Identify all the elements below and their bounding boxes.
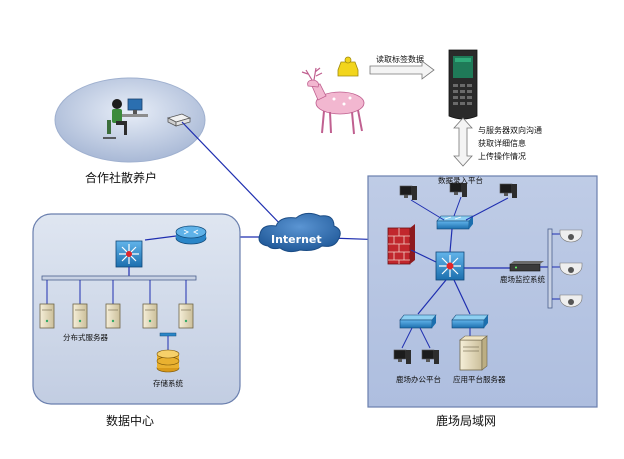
storage-connector xyxy=(159,332,177,337)
server-icon xyxy=(142,303,158,329)
internet-cloud: Internet xyxy=(258,212,341,253)
modem-icon xyxy=(166,113,192,127)
ear-tag-icon xyxy=(337,56,359,77)
office-platform-label: 鹿场办公平台 xyxy=(396,374,441,384)
desktop-computer-icon xyxy=(393,349,411,364)
servers-label: 分布式服务器 xyxy=(63,332,108,342)
farm-lan-label: 鹿场局域网 xyxy=(436,413,496,428)
camera-bus xyxy=(547,228,553,309)
server-icon xyxy=(105,303,121,329)
dome-camera-icon xyxy=(559,262,583,276)
storage-label: 存储系统 xyxy=(153,378,183,388)
access-switch-left-icon xyxy=(399,314,437,329)
server-drops xyxy=(46,280,187,304)
desktop-computer-icon xyxy=(449,182,467,197)
entry-platform-label: 数据录入平台 xyxy=(438,175,483,185)
core-switch-icon xyxy=(115,240,143,268)
app-server-label: 应用平台服务器 xyxy=(453,374,506,384)
link-cooperative-internet xyxy=(181,121,285,229)
read-arrow-icon xyxy=(369,60,435,80)
read-tag-label: 读取标签数据 xyxy=(376,54,424,64)
desktop-computer-icon xyxy=(421,349,439,364)
application-server-icon xyxy=(459,335,488,371)
monitoring-label: 鹿场监控系统 xyxy=(500,274,545,284)
comm-line-3: 上传操作情况 xyxy=(478,151,526,161)
storage-disk-icon xyxy=(156,349,180,373)
desktop-computer-icon xyxy=(399,185,417,200)
data-center-label: 数据中心 xyxy=(106,413,154,428)
cooperative-node: 合作社散养户 xyxy=(54,77,206,185)
router-icon xyxy=(175,225,207,245)
farm-lan-panel: 数据录入平台 鹿场监控系统 xyxy=(367,175,598,408)
access-switch-right-icon xyxy=(451,314,489,329)
core-switch-icon xyxy=(435,251,465,281)
firewall-icon xyxy=(387,224,415,265)
internet-label: Internet xyxy=(271,233,322,246)
dvr-recorder-icon xyxy=(509,261,544,272)
dome-camera-icon xyxy=(559,229,583,243)
deer-icon xyxy=(301,67,365,135)
bidirectional-arrow-icon xyxy=(453,117,473,167)
access-switch-top-icon xyxy=(436,215,474,230)
server-icon xyxy=(39,303,55,329)
comm-line-1: 与服务器双向沟通 xyxy=(478,125,542,135)
handheld-reader-icon xyxy=(448,49,478,120)
lan-bus xyxy=(41,275,197,281)
server-icon xyxy=(178,303,194,329)
comm-line-2: 获取详细信息 xyxy=(478,138,526,148)
server-icon xyxy=(72,303,88,329)
data-center-panel: 分布式服务器 存储系统 xyxy=(32,213,241,405)
cooperative-label: 合作社散养户 xyxy=(85,170,157,185)
desktop-computer-icon xyxy=(499,183,517,198)
dome-camera-icon xyxy=(559,294,583,308)
user-at-computer-icon xyxy=(103,98,148,139)
